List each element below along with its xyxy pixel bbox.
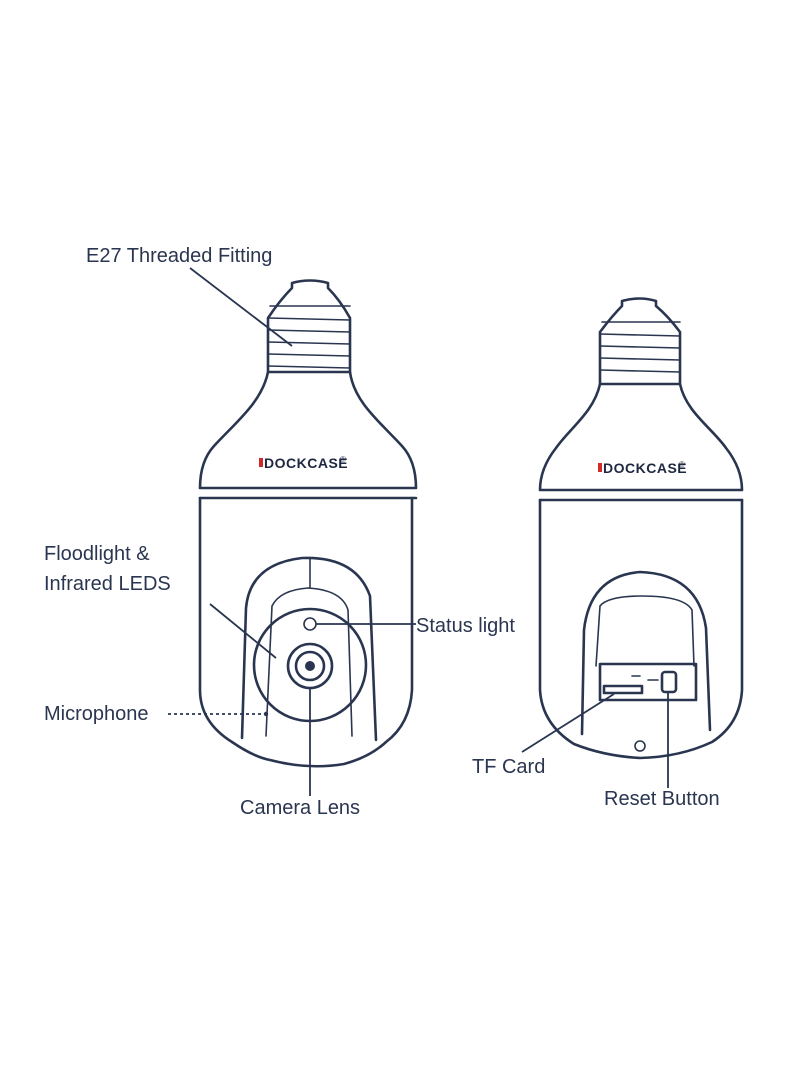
back-view-camera: DOCKCASE ® xyxy=(538,297,744,760)
front-brand-logo: DOCKCASE ® xyxy=(259,455,348,471)
front-brand-mark: ® xyxy=(340,455,346,464)
tf-card-slot xyxy=(602,684,644,695)
back-port-panel xyxy=(598,662,698,702)
back-screw-hole xyxy=(634,740,646,752)
floodlight-leader-line xyxy=(209,603,277,659)
back-brand-text: DOCKCASE xyxy=(603,460,687,476)
back-brand-logo: DOCKCASE ® xyxy=(598,460,687,476)
tf-card-leader-line xyxy=(521,693,615,753)
label-tf-card: TF Card xyxy=(472,756,545,778)
back-brand-mark: ® xyxy=(679,460,685,469)
leader-lines xyxy=(168,267,669,796)
reset-button-hole xyxy=(660,670,678,694)
e27-leader-line xyxy=(189,267,293,347)
label-status-light: Status light xyxy=(416,615,515,637)
front-e27-fitting xyxy=(266,279,352,374)
label-microphone: Microphone xyxy=(44,703,149,725)
label-camera-lens: Camera Lens xyxy=(240,797,360,819)
back-head-recess xyxy=(580,570,712,736)
front-lower-housing xyxy=(198,496,414,768)
front-brand-text: DOCKCASE xyxy=(264,455,348,471)
back-upper-housing xyxy=(538,382,744,492)
front-upper-housing xyxy=(198,370,418,490)
label-reset-button: Reset Button xyxy=(604,788,720,810)
camera-lens-graphic xyxy=(286,642,334,690)
label-floodlight-line1: Floodlight & xyxy=(44,543,150,565)
microphone-hole xyxy=(263,711,269,717)
front-view-camera: DOCKCASE ® xyxy=(198,279,418,768)
label-e27-fitting: E27 Threaded Fitting xyxy=(86,245,272,267)
status-light-dot xyxy=(303,617,317,631)
back-lower-housing xyxy=(538,498,744,760)
label-floodlight-line2: Infrared LEDS xyxy=(44,573,171,595)
front-head-recess xyxy=(240,556,378,742)
callout-labels: E27 Threaded Fitting Floodlight & Infrar… xyxy=(44,245,720,819)
back-e27-fitting xyxy=(598,297,682,386)
